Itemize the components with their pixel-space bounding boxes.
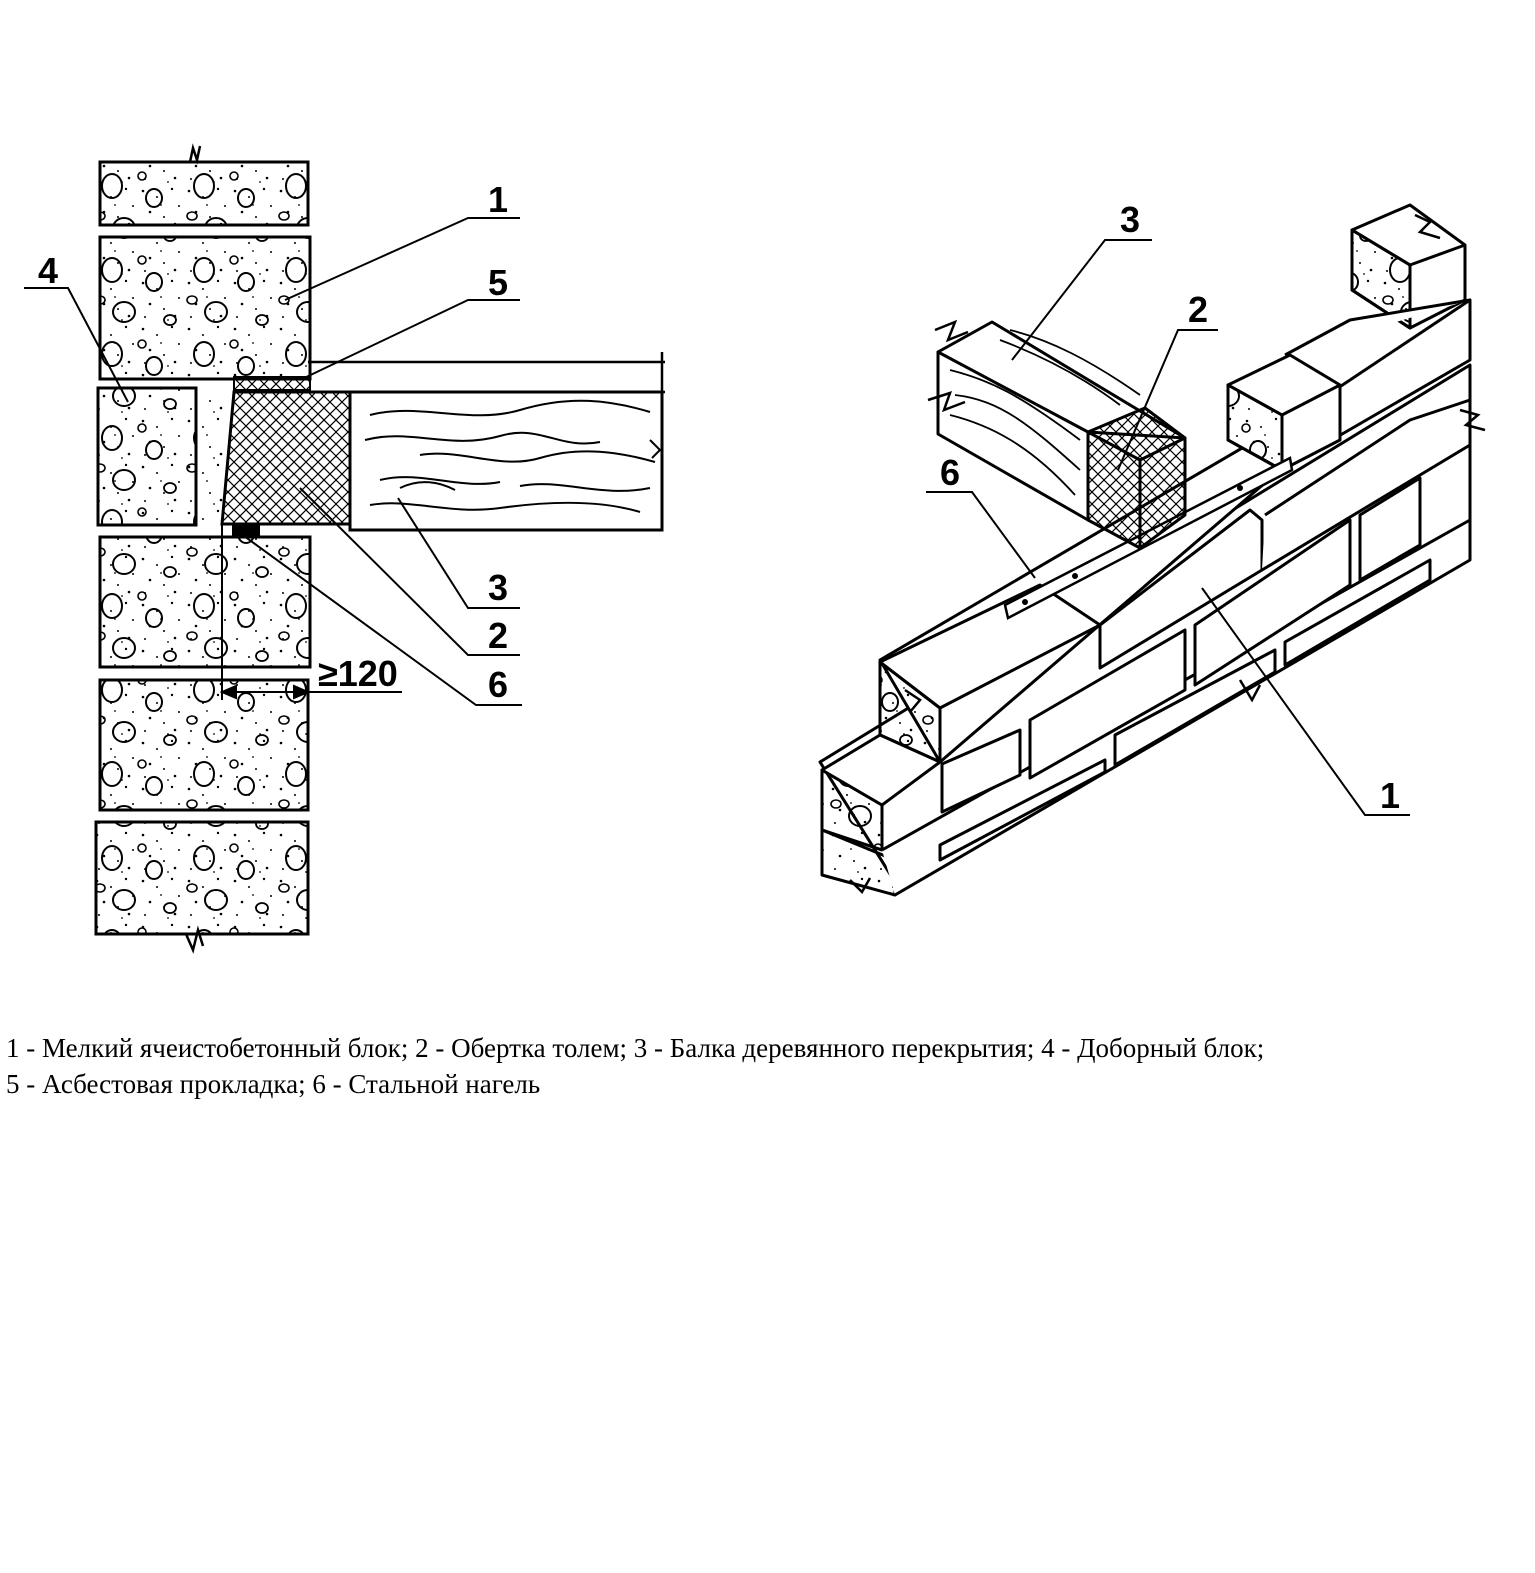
wall-blocks — [94, 160, 312, 936]
mortar-fill — [198, 390, 224, 522]
break-marks-right — [849, 213, 1486, 895]
timber-beam-iso — [936, 320, 1187, 550]
callout-5-left: 5 — [488, 262, 508, 303]
wooden-beam — [348, 390, 664, 532]
callout-2-left: 2 — [488, 615, 508, 656]
dimension-120 — [219, 524, 402, 700]
callout-4-left: 4 — [38, 250, 58, 291]
callout-6-right: 6 — [940, 452, 960, 493]
callout-3-right: 3 — [1120, 199, 1140, 240]
legend-line-1: 1 - Мелкий ячеистобетонный блок; 2 - Обе… — [6, 1033, 1265, 1063]
right-leader-lines — [926, 239, 1410, 816]
legend-line-2: 5 - Асбестовая прокладка; 6 - Стальной н… — [6, 1069, 541, 1099]
legend: 1 - Мелкий ячеистобетонный блок; 2 - Обе… — [6, 1030, 1531, 1102]
block-courses — [818, 203, 1472, 897]
callout-1-right: 1 — [1380, 775, 1400, 816]
break-mark-top — [188, 143, 202, 165]
right-isometric-view: 3 2 6 1 — [818, 199, 1486, 897]
steel-dowel — [232, 524, 260, 536]
roofing-felt-wrap — [220, 390, 352, 526]
left-section-view: ≥120 1 5 4 3 2 6 — [24, 143, 665, 954]
callout-1-left: 1 — [488, 179, 508, 220]
callout-3-left: 3 — [488, 567, 508, 608]
break-mark-bottom — [184, 925, 205, 954]
dimension-120-label: ≥120 — [318, 653, 398, 694]
left-leader-lines — [24, 217, 522, 706]
asbestos-gasket — [233, 376, 311, 391]
callout-6-left: 6 — [488, 664, 508, 705]
callout-2-right: 2 — [1188, 289, 1208, 330]
